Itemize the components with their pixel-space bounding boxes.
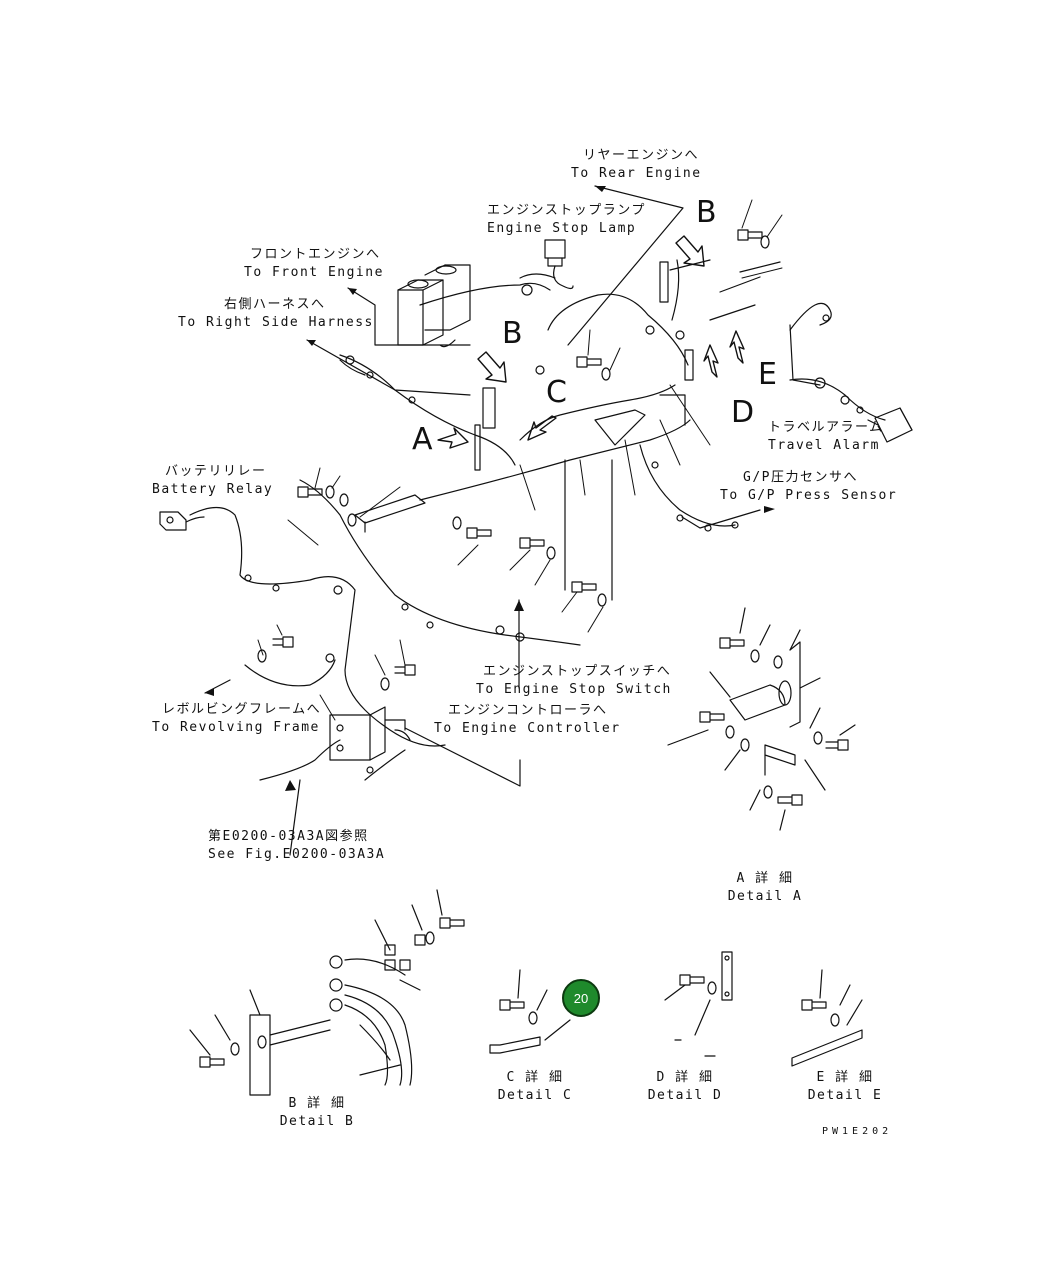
detail-b-drawing — [189, 889, 465, 1096]
battery-relay — [159, 511, 205, 531]
detail-b-caption-jp: B 詳 細 — [288, 1096, 346, 1111]
label-engine-controller-jp: エンジンコントローラへ — [448, 703, 608, 718]
label-stop-lamp-en: Engine Stop Lamp — [487, 221, 637, 236]
detail-letter-b-top: B — [696, 195, 717, 230]
label-gp-sensor-jp: G/P圧力センサへ — [743, 470, 858, 485]
controller-bracket — [329, 706, 411, 761]
engine-stop-lamp — [519, 239, 574, 290]
label-stop-switch-en: To Engine Stop Switch — [476, 682, 672, 697]
label-revolving-frame-jp: レボルビングフレームへ — [162, 702, 322, 717]
label-travel-alarm-en: Travel Alarm — [768, 438, 880, 453]
main-bolts — [257, 229, 770, 691]
detail-c-caption-jp: C 詳 細 — [506, 1070, 564, 1085]
detail-d-caption-jp: D 詳 細 — [656, 1070, 714, 1085]
detail-a-caption-en: Detail A — [727, 889, 803, 904]
label-gp-sensor-en: To G/P Press Sensor — [720, 488, 898, 503]
travel-alarm — [867, 407, 913, 443]
detail-letter-e: E — [758, 357, 777, 392]
detail-letter-b-mid: B — [502, 316, 523, 351]
detail-e-caption-jp: E 詳 細 — [816, 1070, 874, 1085]
label-engine-controller-en: To Engine Controller — [434, 721, 621, 736]
main-brackets — [354, 259, 781, 601]
label-rear-engine-jp: リヤーエンジンへ — [583, 148, 700, 163]
front-engine-boxes — [397, 264, 471, 348]
label-travel-alarm-jp: トラベルアラーム — [768, 420, 884, 435]
label-stop-lamp-jp: エンジンストップランプ — [487, 203, 646, 218]
detail-letter-c: C — [546, 375, 567, 410]
label-revolving-frame-en: To Revolving Frame — [152, 720, 320, 735]
detail-a-caption-jp: A 詳 細 — [736, 871, 794, 886]
label-right-harness-en: To Right Side Harness — [178, 315, 374, 330]
label-see-fig-jp: 第E0200-03A3A図参照 — [208, 829, 369, 844]
label-battery-relay-jp: バッテリリレー — [165, 464, 267, 479]
label-stop-switch-jp: エンジンストップスイッチへ — [483, 664, 672, 679]
detail-letter-d: D — [731, 395, 755, 430]
arrowheads — [205, 186, 775, 791]
label-front-engine-en: To Front Engine — [244, 265, 384, 280]
part-callout-marker[interactable]: 20 — [562, 979, 600, 1017]
label-battery-relay-en: Battery Relay — [152, 482, 274, 497]
detail-letter-a: A — [412, 422, 433, 457]
detail-d-caption-en: Detail D — [647, 1088, 723, 1103]
detail-b-caption-en: Detail B — [279, 1114, 355, 1129]
detail-c-drawing — [489, 969, 571, 1054]
harness-clamps — [244, 284, 864, 774]
label-rear-engine-en: To Rear Engine — [571, 166, 702, 181]
label-see-fig-en: See Fig.E0200-03A3A — [208, 847, 386, 862]
detail-e-drawing — [791, 969, 863, 1067]
detail-c-caption-en: Detail C — [497, 1088, 573, 1103]
label-right-harness-jp: 右側ハーネスへ — [224, 297, 326, 312]
detail-d-drawing — [664, 951, 733, 1057]
detail-pointer-arrows — [437, 235, 745, 449]
label-front-engine-jp: フロントエンジンへ — [250, 247, 381, 262]
main-harness — [189, 259, 886, 781]
detail-e-caption-en: Detail E — [807, 1088, 883, 1103]
leader-lines — [204, 185, 821, 856]
detail-a-drawing — [667, 607, 856, 831]
drawing-code: PW1E202 — [822, 1126, 893, 1137]
part-leaders — [257, 199, 783, 721]
